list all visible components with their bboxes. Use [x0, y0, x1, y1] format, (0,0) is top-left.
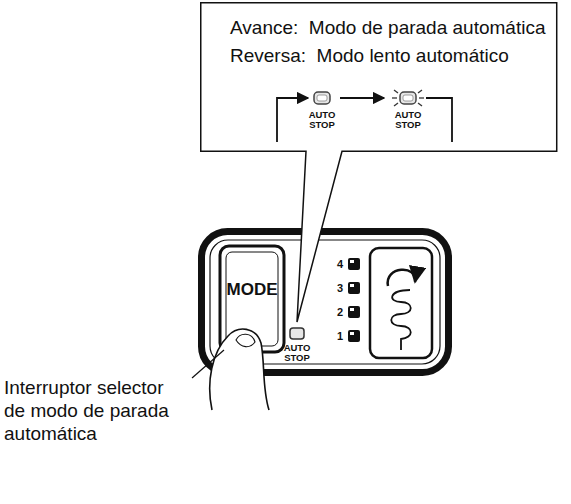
fingernail [236, 334, 255, 346]
level-number: 3 [337, 282, 343, 294]
mode-description: Avance: Modo de parada automática [230, 17, 545, 39]
indicator-label: AUTO STOP [284, 343, 311, 363]
level-led [348, 306, 360, 318]
indicator-label: AUTO STOP [309, 110, 336, 130]
level-number: 2 [337, 306, 343, 318]
control-panel: MODE AUTO STOP 4 3 2 1 [198, 228, 452, 376]
transition-arrow [340, 97, 384, 99]
finger [210, 329, 269, 410]
loop-bracket [426, 98, 452, 142]
part-label: Interruptor selector de modo de parada a… [4, 376, 184, 445]
screw-symbol [391, 290, 411, 350]
rotation-arrow [388, 270, 416, 286]
rotation-icon-box [370, 248, 432, 358]
level-led [348, 282, 360, 294]
button-label: MODE [227, 280, 278, 300]
mode-button: MODE [220, 246, 284, 352]
mode-description: Reversa: Modo lento automático [230, 45, 509, 67]
auto-stop-led [290, 328, 304, 339]
callout-box: Avance: Modo de parada automáticaReversa… [200, 2, 557, 152]
level-led [348, 258, 360, 270]
panel-outline [198, 228, 452, 376]
level-number: 4 [337, 258, 343, 270]
level-led [348, 330, 360, 342]
led-off-icon [314, 92, 330, 104]
led-on-icon [392, 90, 424, 106]
level-number: 1 [337, 330, 343, 342]
loop-arrow [277, 98, 308, 142]
indicator-label: AUTO STOP [395, 110, 422, 130]
callout-frame [201, 3, 557, 322]
leader-line [192, 350, 224, 378]
